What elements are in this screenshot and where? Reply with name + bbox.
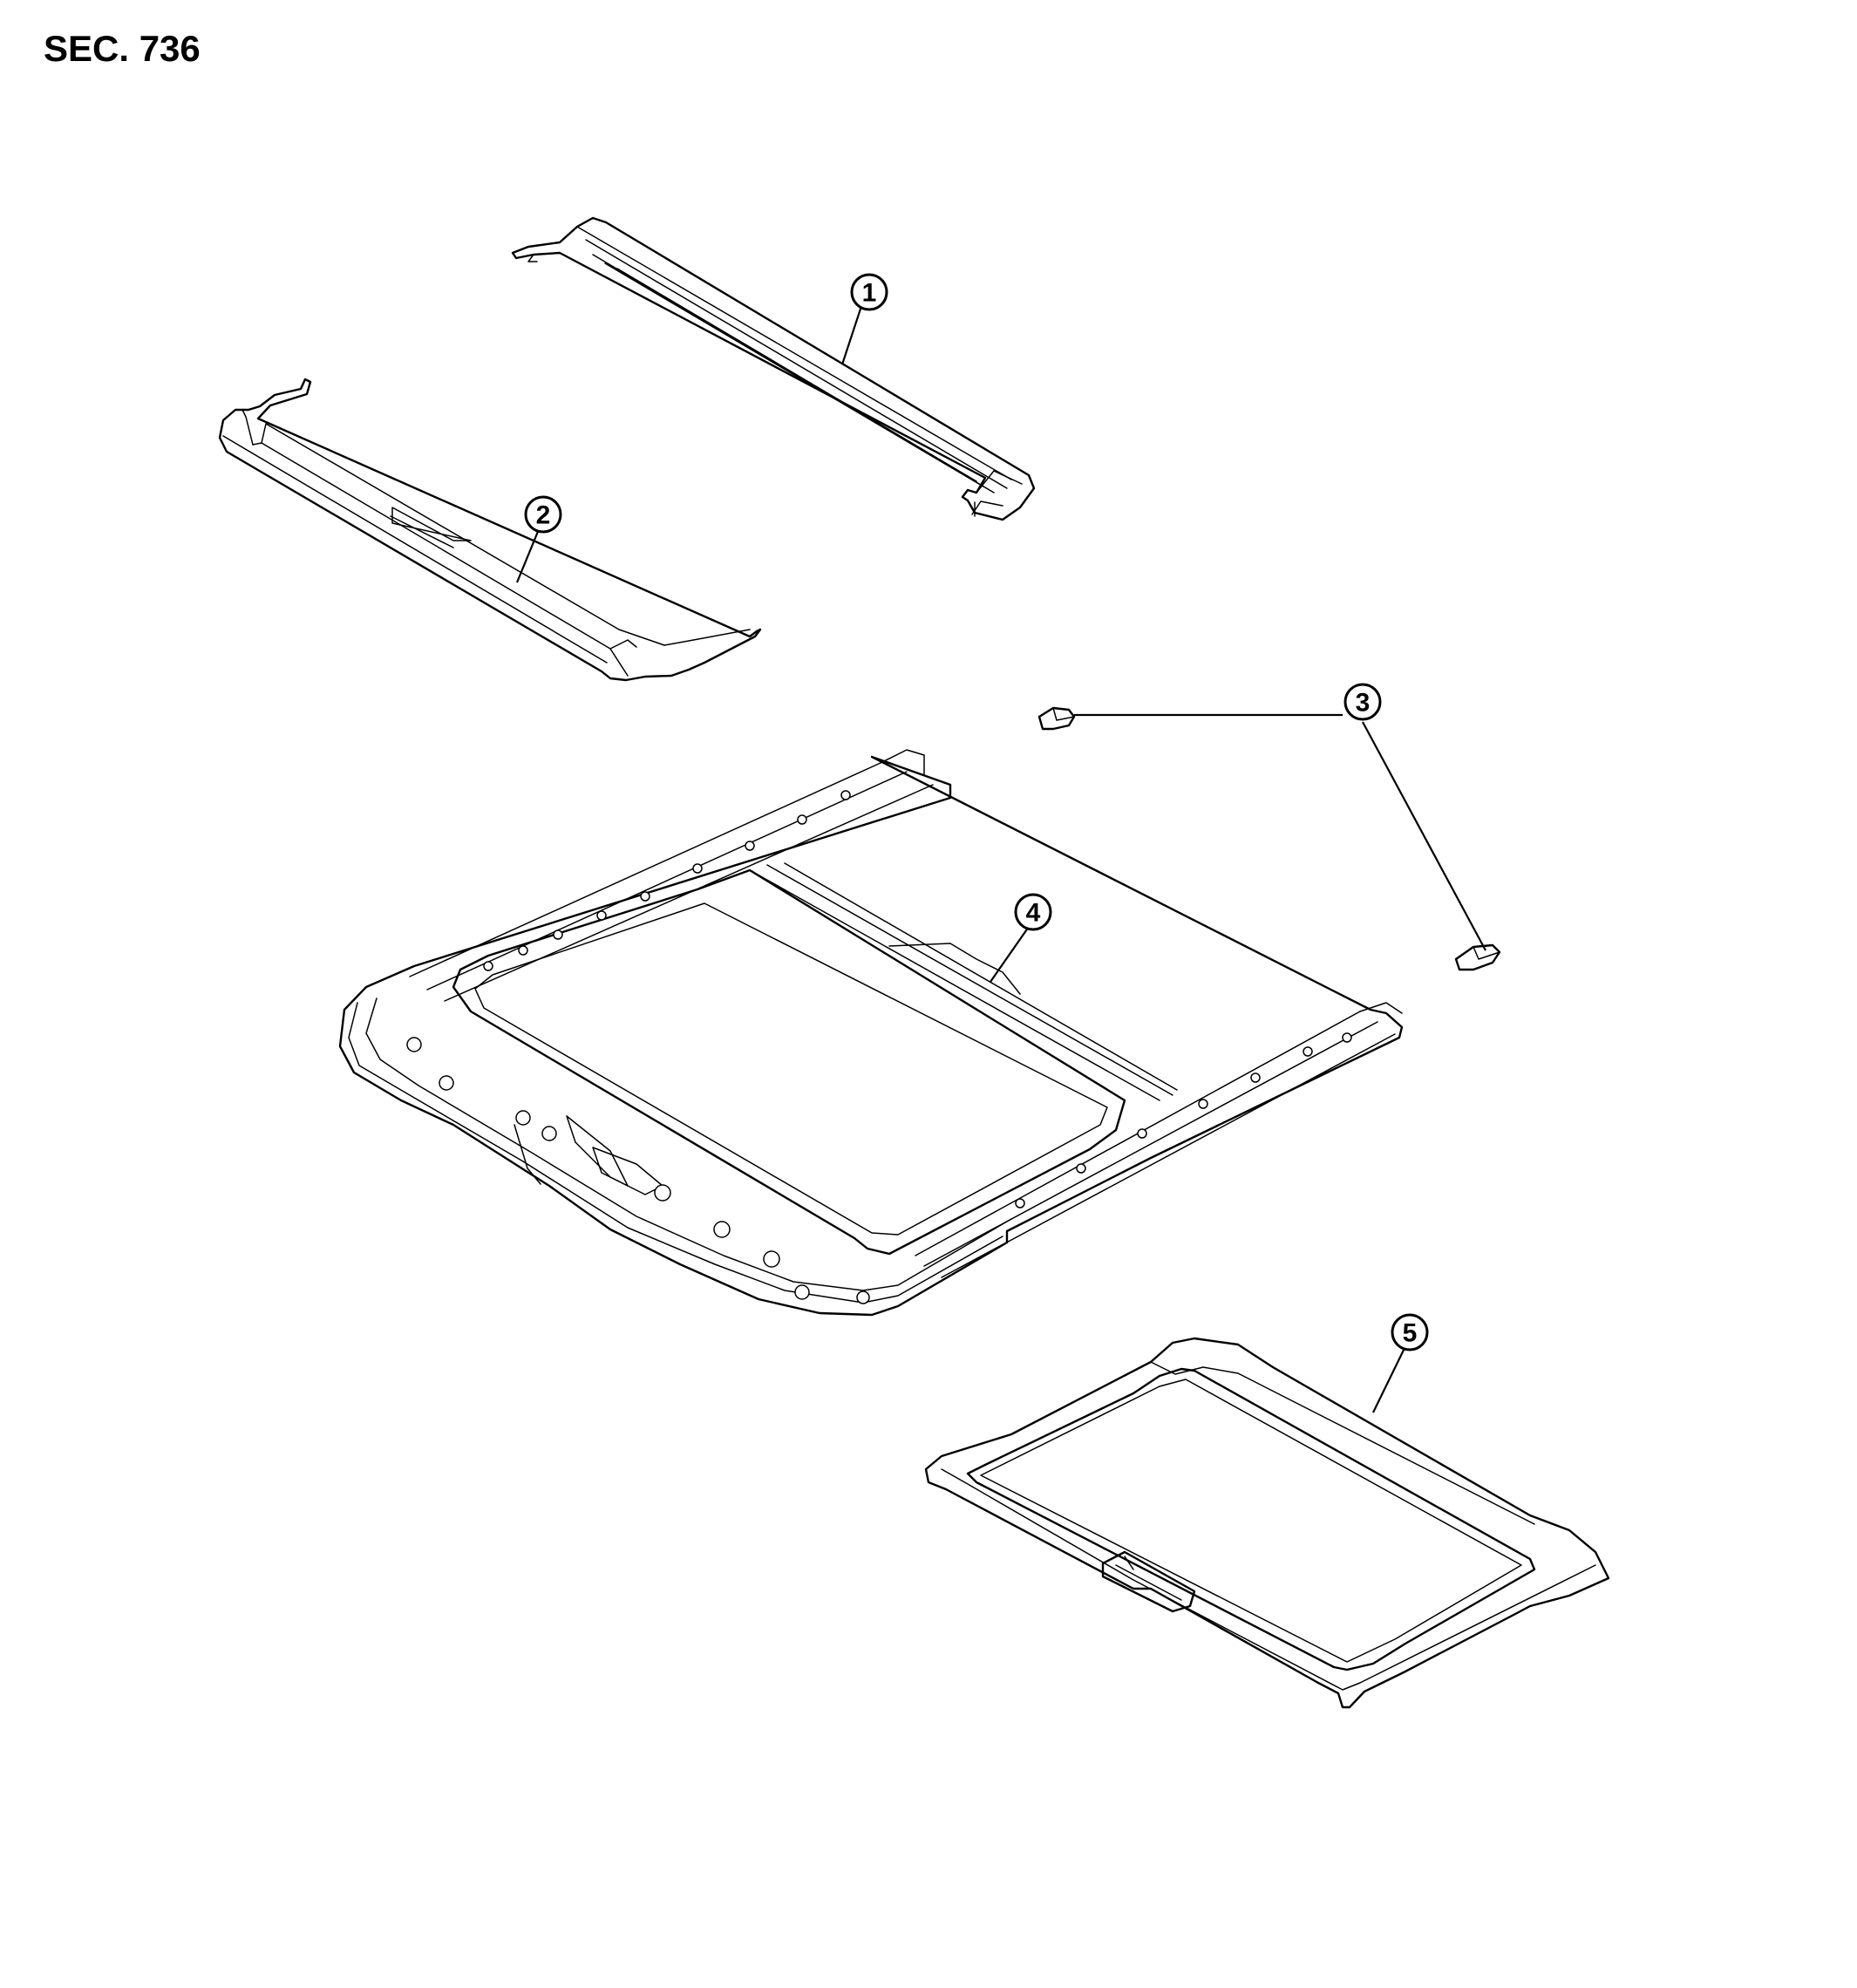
callout-2: 2 (524, 495, 562, 534)
part-4-sunroof-frame (338, 749, 1404, 1317)
part-2-sunshade (218, 378, 762, 682)
callout-4-label: 4 (1026, 899, 1041, 928)
callout-3: 3 (1343, 683, 1382, 721)
leader-5 (1372, 1340, 1409, 1413)
part-3-stopper-lower (1454, 943, 1501, 971)
callout-2-label: 2 (536, 501, 551, 530)
leader-3-lower (1362, 721, 1486, 951)
section-label: SEC. 736 (44, 28, 201, 69)
callout-4: 4 (1014, 893, 1052, 931)
callout-5-label: 5 (1403, 1319, 1418, 1348)
part-1-front-rail (511, 216, 1036, 521)
part-5-glass-lid (924, 1337, 1610, 1709)
callout-3-label: 3 (1356, 689, 1371, 718)
callout-5: 5 (1391, 1313, 1429, 1351)
callout-1-label: 1 (862, 279, 877, 308)
leader-4 (990, 923, 1031, 983)
callout-1: 1 (850, 273, 888, 311)
part-3-stopper-upper (1037, 706, 1076, 731)
